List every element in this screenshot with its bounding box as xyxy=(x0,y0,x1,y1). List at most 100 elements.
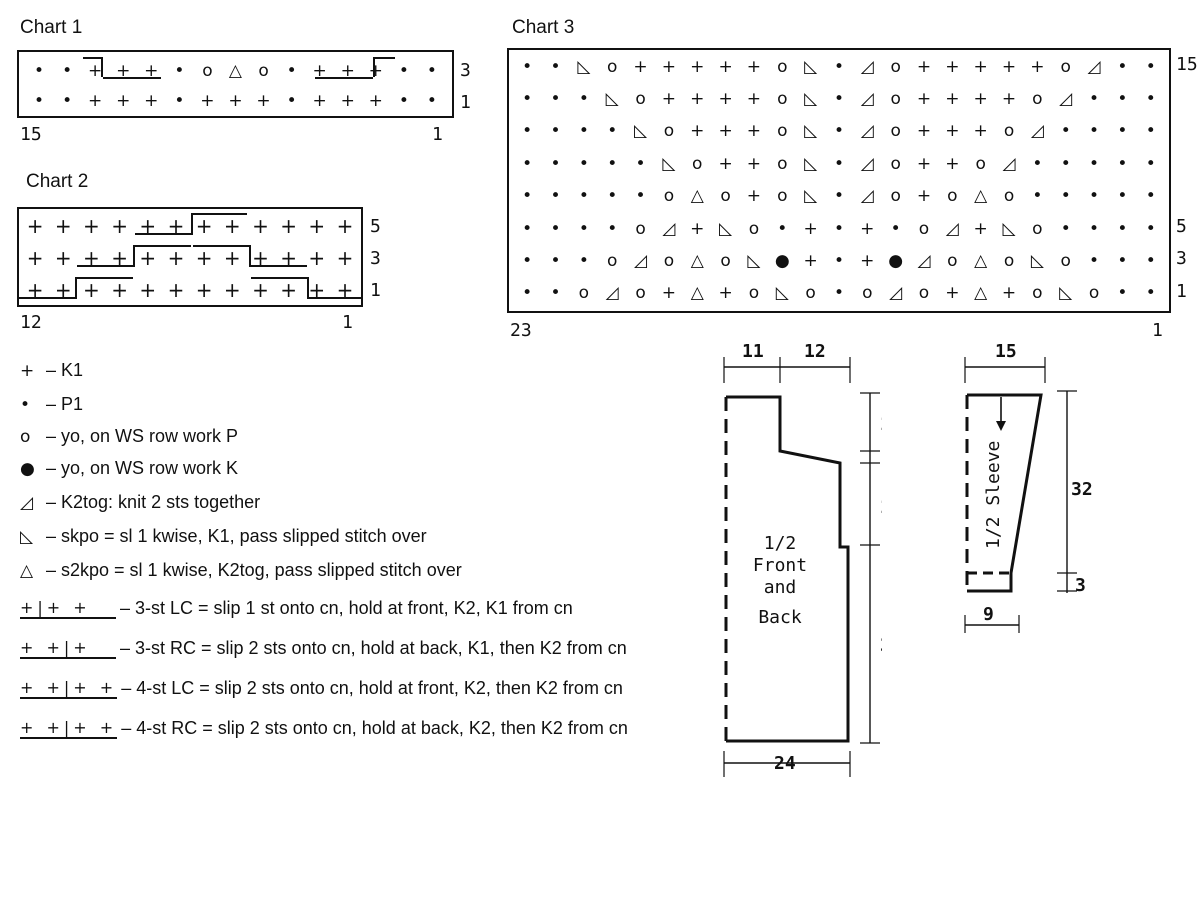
chart2-cable-mark xyxy=(251,265,307,267)
chart2-stitch: + xyxy=(83,246,100,270)
chart3-stitch: o xyxy=(918,218,930,239)
chart3-stitch: ◺ xyxy=(719,218,733,239)
chart3-stitch: • xyxy=(1145,218,1156,239)
body-label-line: Front xyxy=(753,555,807,576)
chart3-stitch: • xyxy=(1117,218,1128,239)
chart2-right-number: 1 xyxy=(342,312,353,333)
legend-symbol: ● xyxy=(20,458,35,479)
chart1-stitch: • xyxy=(34,60,45,81)
chart3-stitch: • xyxy=(550,121,561,142)
legend-text: – 3-st LC = slip 1 st onto cn, hold at f… xyxy=(120,598,573,618)
chart1-stitch: • xyxy=(398,90,409,111)
chart3-stitch: o xyxy=(692,153,703,174)
chart3-stitch: • xyxy=(522,218,533,239)
chart2-stitch: + xyxy=(195,246,213,270)
chart3-stitch: • xyxy=(550,250,561,271)
chart3-stitch: o xyxy=(663,186,675,207)
chart3-row: •••••o△o+o◺•◿o+o△o••••• xyxy=(509,184,1169,210)
chart3-stitch: • xyxy=(635,186,646,207)
chart3-stitch: • xyxy=(1145,88,1156,109)
chart3-row-number: 3 xyxy=(1176,248,1187,270)
legend-symbol: + +|+ + xyxy=(20,718,118,739)
chart3-stitch: • xyxy=(550,283,561,304)
chart3-stitch: ◿ xyxy=(917,250,931,271)
chart2-stitch: + xyxy=(54,246,72,270)
chart3-stitch: o xyxy=(805,283,816,304)
chart2-stitch: + xyxy=(54,278,72,302)
legend-item: +|+ +– 3-st LC = slip 1 st onto cn, hold… xyxy=(20,598,573,619)
chart3-stitch: • xyxy=(833,88,844,109)
chart3-stitch: ◿ xyxy=(860,121,874,142)
chart3-stitch: + xyxy=(860,250,875,271)
legend-item: + +|+ +– 4-st RC = slip 2 sts onto cn, h… xyxy=(20,718,628,739)
chart3-stitch: + xyxy=(945,88,960,109)
chart3-stitch: • xyxy=(550,88,561,109)
chart3-stitch: + xyxy=(746,56,762,77)
chart2-cable-mark xyxy=(19,297,75,299)
chart3-stitch: o xyxy=(663,250,675,271)
chart2-stitch: + xyxy=(139,214,157,238)
chart2-stitch: + xyxy=(308,214,326,238)
chart2-cable-mark xyxy=(193,213,247,215)
chart3-stitch: ◺ xyxy=(662,153,676,174)
chart2-stitch: + xyxy=(167,278,185,302)
chart1-cable-mark xyxy=(373,57,375,77)
chart3-stitch: o xyxy=(607,250,618,271)
chart2-stitch: + xyxy=(111,246,128,270)
chart3-stitch: △ xyxy=(974,283,988,304)
chart2-stitch: + xyxy=(26,214,44,238)
chart2-cable-mark xyxy=(77,265,133,267)
sleeve-schematic: 15 32 3 9 1/2 Sleeve xyxy=(964,341,1093,633)
chart3-stitch: • xyxy=(578,218,589,239)
chart2-stitch: + xyxy=(54,214,72,238)
chart2-cable-mark xyxy=(309,297,361,299)
legend-symbol: o xyxy=(20,426,31,447)
legend-item: + +|+– 3-st RC = slip 2 sts onto cn, hol… xyxy=(20,638,627,659)
chart1-stitch: • xyxy=(174,90,185,111)
chart3-stitch: • xyxy=(578,250,589,271)
chart3-stitch: • xyxy=(1117,88,1128,109)
chart2-grid: ++++++++++++ ++++++++++++ ++++++++++++ xyxy=(17,207,363,307)
chart2-stitch: + xyxy=(308,278,326,302)
chart3-left-number: 23 xyxy=(510,320,532,341)
chart3-stitch: • xyxy=(1089,88,1100,109)
chart3-stitch: △ xyxy=(690,283,704,304)
body-bottom-dim: 24 xyxy=(774,753,796,774)
chart3-stitch: • xyxy=(607,186,618,207)
chart2-stitch: + xyxy=(195,214,213,238)
chart3-stitch: o xyxy=(720,186,731,207)
chart3-stitch: o xyxy=(890,153,901,174)
chart3-stitch: • xyxy=(833,153,844,174)
chart3-stitch: ● xyxy=(774,250,790,271)
chart3-stitch: • xyxy=(1060,121,1071,142)
chart1-stitch: • xyxy=(286,60,297,81)
chart1-stitch: + xyxy=(116,60,131,81)
chart3-stitch: o xyxy=(777,88,788,109)
chart1-stitch: + xyxy=(200,90,215,111)
chart3-stitch: • xyxy=(1117,250,1128,271)
chart3-stitch: ◺ xyxy=(804,121,818,142)
chart3-stitch: ◿ xyxy=(860,186,874,207)
chart3-stitch: • xyxy=(1145,250,1156,271)
chart3-stitch: ◿ xyxy=(860,88,874,109)
chart2-row-number: 1 xyxy=(370,280,381,301)
chart3-stitch: + xyxy=(945,283,960,304)
chart3-stitch: • xyxy=(1032,153,1043,174)
legend-text: – s2kpo = sl 1 kwise, K2tog, pass slippe… xyxy=(46,560,462,580)
chart2-title: Chart 2 xyxy=(26,171,89,192)
chart1-stitch: + xyxy=(312,90,327,111)
chart3-stitch: ◿ xyxy=(1087,56,1101,77)
chart3-stitch: + xyxy=(661,88,677,109)
chart2-stitch: + xyxy=(167,246,185,270)
body-neck-right-dim: 12 xyxy=(804,341,826,362)
chart3-stitch: + xyxy=(746,121,762,142)
chart3-stitch: + xyxy=(718,88,733,109)
chart3-stitch: o xyxy=(1003,121,1015,142)
legend-item: ◺– skpo = sl 1 kwise, K1, pass slipped s… xyxy=(20,526,427,547)
chart3-stitch: o xyxy=(1032,283,1043,304)
chart1-stitch: • xyxy=(398,60,409,81)
chart3-stitch: ◺ xyxy=(804,88,818,109)
chart3-stitch: • xyxy=(578,153,589,174)
legend-symbol: • xyxy=(20,394,31,415)
chart3-stitch: • xyxy=(1060,218,1071,239)
